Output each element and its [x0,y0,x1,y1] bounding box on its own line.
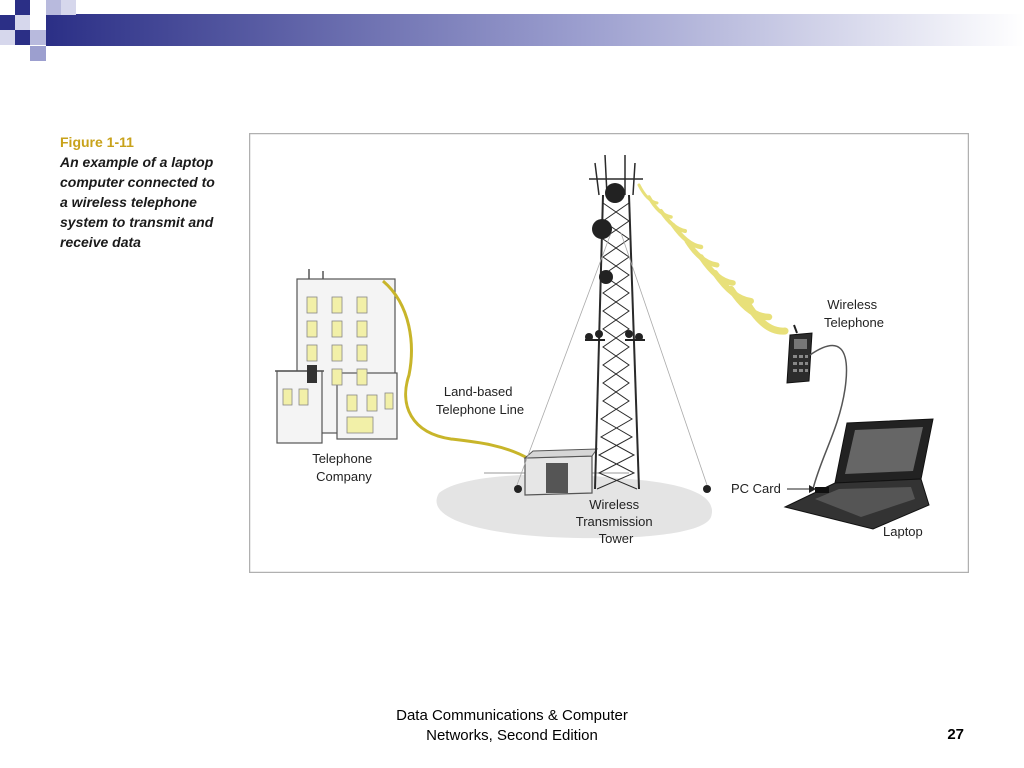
footer-title: Data Communications & Computer Networks,… [362,706,662,746]
caption-line: An example of a laptop [60,154,214,170]
label-line: Wireless [589,497,639,512]
ground-shadow [436,474,713,539]
label-line: Wireless [827,297,877,312]
caption-line: receive data [60,234,141,250]
header-checker-squares [0,0,76,61]
page-number: 27 [947,726,964,743]
land-based-line-label: Land-based Telephone Line [436,384,524,417]
tower-antennas [514,183,711,493]
wireless-telephone-label: Wireless Telephone [824,297,884,330]
label-line: Telephone [824,315,884,330]
label-line: Telephone [312,451,372,466]
phone-laptop-cable [809,344,848,490]
label-line: Company [316,469,372,484]
label-line: Telephone Line [436,402,524,417]
laptop-label: Laptop [883,524,923,539]
radio-signal-waves [637,183,789,335]
label-line: Transmission [576,514,653,529]
wireless-telephone [786,324,813,384]
footer-line: Data Communications & Computer [396,707,628,724]
figure-label: Figure 1-11 [60,134,134,150]
equipment-shelter [523,448,598,496]
tower-label: Wireless Transmission Tower [576,497,656,546]
footer-line: Networks, Second Edition [426,727,598,744]
telephone-company-label: Telephone Company [312,451,376,484]
label-line: Land-based [444,384,513,399]
caption-line: computer connected to [60,174,215,190]
label-line: Tower [599,531,634,546]
caption-line: system to transmit and [60,214,214,230]
header-band [0,0,1024,61]
network-diagram: Telephone Company Land-based Telephone L… [249,133,969,573]
pc-card-label: PC Card [731,481,781,496]
land-based-telephone-line [382,279,530,461]
figure-caption: Figure 1-11 An example of a laptop compu… [60,133,240,252]
wireless-transmission-tower [516,154,708,490]
caption-line: a wireless telephone [60,194,197,210]
header-gradient-bar [46,14,1024,46]
telephone-company-building [275,269,398,444]
pc-card-arrowhead [809,485,816,493]
laptop [783,418,934,530]
